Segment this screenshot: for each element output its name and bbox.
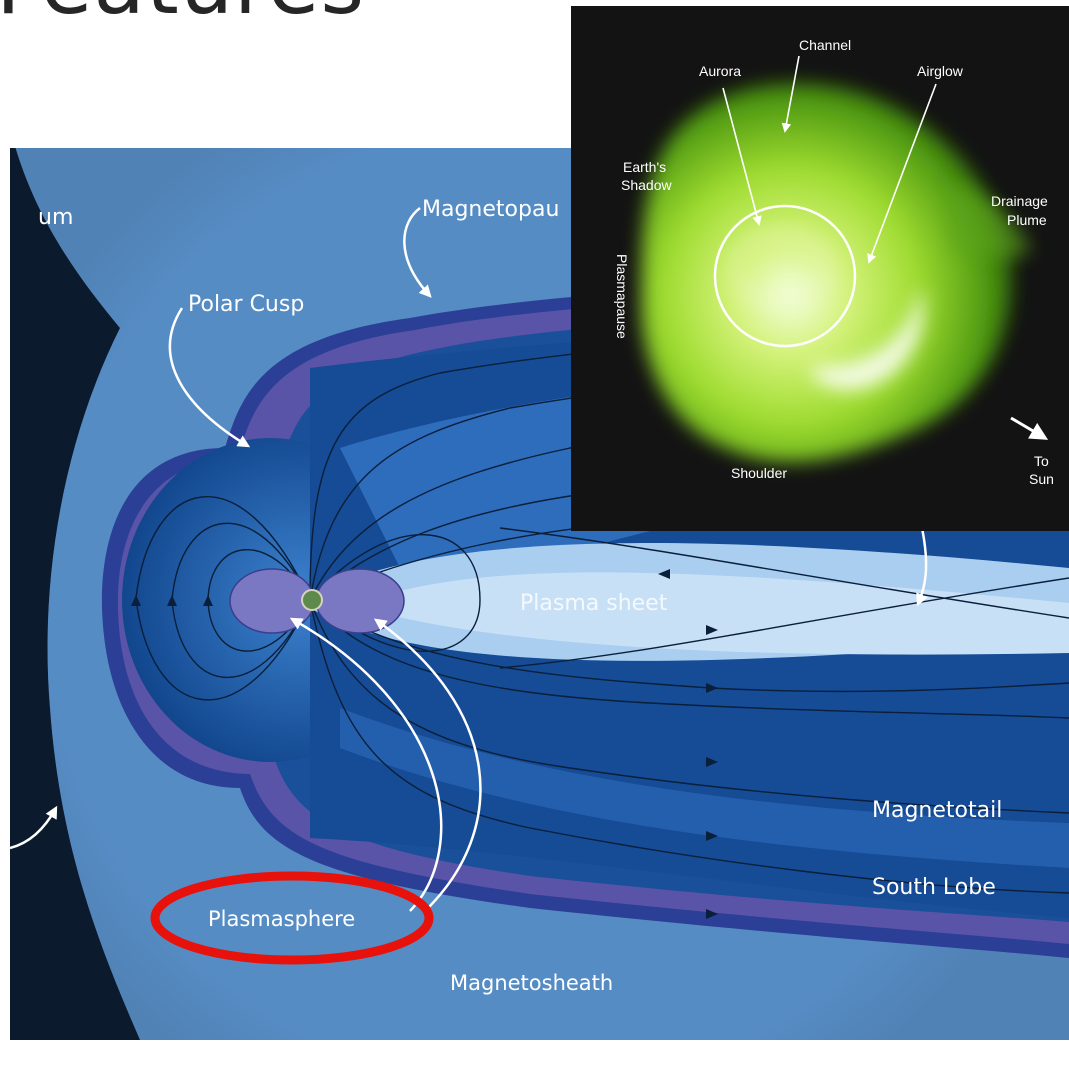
euv-imager-inset: Channel Aurora Airglow Earth's Shadow Dr… [571,6,1069,531]
airglow-label: Airglow [917,63,964,79]
earth-icon [301,589,323,611]
bow-shock-label: um [38,205,73,230]
plasmasphere-lobes [229,568,405,634]
field-line-arrows [131,569,718,919]
earths-shadow-label-1: Earth's [623,159,666,175]
plasmasphere-label: Plasmasphere [208,907,355,931]
aurora-label: Aurora [699,63,741,79]
earths-shadow-label-2: Shadow [621,177,672,193]
to-sun-arrow-icon [1010,416,1049,440]
magnetosheath-label: Magnetosheath [450,971,613,995]
to-sun-label-1: To [1034,453,1049,469]
callout-arrows [10,207,928,912]
shoulder-label: Shoulder [731,465,787,481]
plasmapause-label: Plasmapause [614,254,630,339]
to-sun-label-2: Sun [1029,471,1054,487]
channel-label: Channel [799,37,851,53]
magnetotail-label: Magnetotail [872,798,1002,823]
slide-title: Features [0,0,365,26]
drainage-plume-label-2: Plume [1007,212,1047,228]
magnetopause-label: Magnetopau [422,197,559,222]
south-lobe-label: South Lobe [872,875,996,900]
plasma-sheet-label: Plasma sheet [520,591,668,616]
earth-disk-circle [713,204,857,348]
aurora-oval [730,231,832,305]
drainage-plume-label-1: Drainage [991,193,1048,209]
highlight-ellipse [150,871,434,965]
polar-cusp-label: Polar Cusp [188,292,304,317]
